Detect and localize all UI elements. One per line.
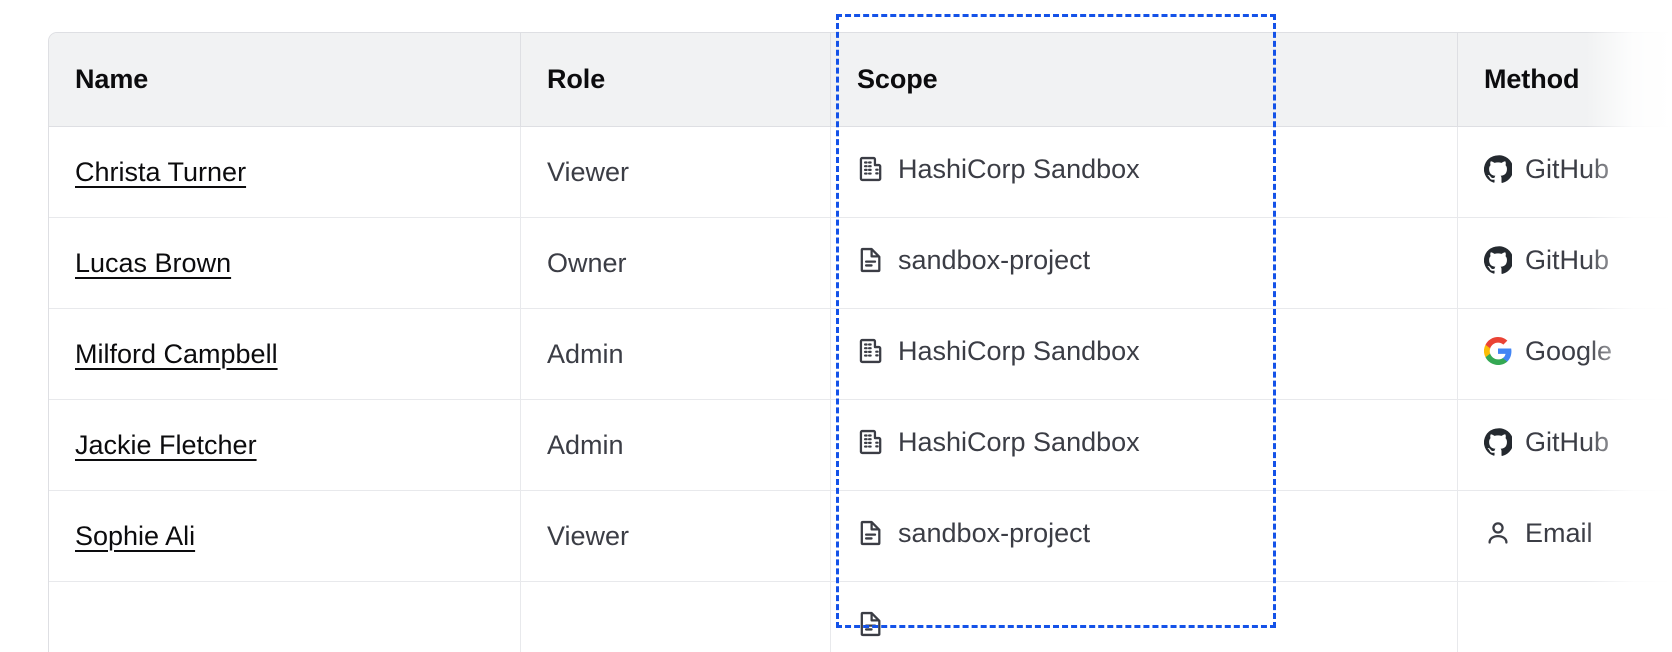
column-header-method[interactable]: Method (1458, 33, 1672, 127)
project-icon (857, 610, 885, 638)
member-name-link[interactable]: Jackie Fletcher (75, 429, 257, 460)
scope-label: HashiCorp Sandbox (898, 335, 1140, 366)
cell-method (1458, 582, 1672, 652)
column-header-name[interactable]: Name (49, 33, 521, 127)
cell-role: Admin (521, 400, 831, 491)
member-name-link[interactable]: Sophie Ali (75, 520, 196, 551)
github-icon (1484, 155, 1512, 184)
cell-name: Christa Turner (49, 127, 521, 218)
email-icon (1484, 519, 1512, 547)
scope-label: sandbox-project (898, 517, 1091, 548)
organization-icon (857, 155, 885, 183)
members-table: Name Role Scope Method Christa Turner Vi… (48, 32, 1672, 652)
cell-scope: HashiCorp Sandbox (831, 400, 1458, 491)
method-label: Google (1525, 335, 1613, 366)
table-row[interactable]: Jackie Fletcher Admin HashiCorp Sandbox (49, 400, 1672, 491)
cell-scope: sandbox-project (831, 491, 1458, 582)
cell-name: Lucas Brown (49, 218, 521, 309)
column-header-role[interactable]: Role (521, 33, 831, 127)
table-row[interactable] (49, 582, 1672, 652)
organization-icon (857, 428, 885, 456)
table-row[interactable]: Christa Turner Viewer HashiCorp Sandbox (49, 127, 1672, 218)
cell-role: Viewer (521, 491, 831, 582)
project-icon (857, 246, 885, 274)
cell-role: Admin (521, 309, 831, 400)
cell-method: GitHub (1458, 218, 1672, 309)
members-table-scroll-container[interactable]: Name Role Scope Method Christa Turner Vi… (48, 32, 1672, 652)
cell-role (521, 582, 831, 652)
cell-method: Google (1458, 309, 1672, 400)
table-row[interactable]: Sophie Ali Viewer sa (49, 491, 1672, 582)
cell-method: Email (1458, 491, 1672, 582)
cell-name (49, 582, 521, 652)
cell-method: GitHub (1458, 400, 1672, 491)
method-label: GitHub (1525, 244, 1610, 275)
cell-scope: HashiCorp Sandbox (831, 127, 1458, 218)
project-icon (857, 519, 885, 547)
cell-role: Viewer (521, 127, 831, 218)
github-icon (1484, 246, 1512, 275)
table-row[interactable]: Lucas Brown Owner sa (49, 218, 1672, 309)
method-label: Email (1525, 517, 1593, 548)
scope-label: HashiCorp Sandbox (898, 426, 1140, 457)
table-header: Name Role Scope Method (49, 33, 1672, 127)
cell-method: GitHub (1458, 127, 1672, 218)
scope-label: sandbox-project (898, 244, 1091, 275)
cell-name: Jackie Fletcher (49, 400, 521, 491)
method-label: GitHub (1525, 153, 1610, 184)
table-header-row: Name Role Scope Method (49, 33, 1672, 127)
cell-scope: sandbox-project (831, 218, 1458, 309)
member-name-link[interactable]: Milford Campbell (75, 338, 278, 369)
google-icon (1484, 337, 1512, 366)
scope-label: HashiCorp Sandbox (898, 153, 1140, 184)
organization-icon (857, 337, 885, 365)
member-name-link[interactable]: Lucas Brown (75, 247, 232, 278)
table-row[interactable]: Milford Campbell Admin HashiCorp Sandbo (49, 309, 1672, 400)
cell-name: Sophie Ali (49, 491, 521, 582)
member-name-link[interactable]: Christa Turner (75, 156, 247, 187)
column-header-scope[interactable]: Scope (831, 33, 1458, 127)
cell-name: Milford Campbell (49, 309, 521, 400)
github-icon (1484, 428, 1512, 457)
cell-role: Owner (521, 218, 831, 309)
cell-scope: HashiCorp Sandbox (831, 309, 1458, 400)
table-body: Christa Turner Viewer HashiCorp Sandbox (49, 127, 1672, 652)
method-label: GitHub (1525, 426, 1610, 457)
cell-scope (831, 582, 1458, 652)
